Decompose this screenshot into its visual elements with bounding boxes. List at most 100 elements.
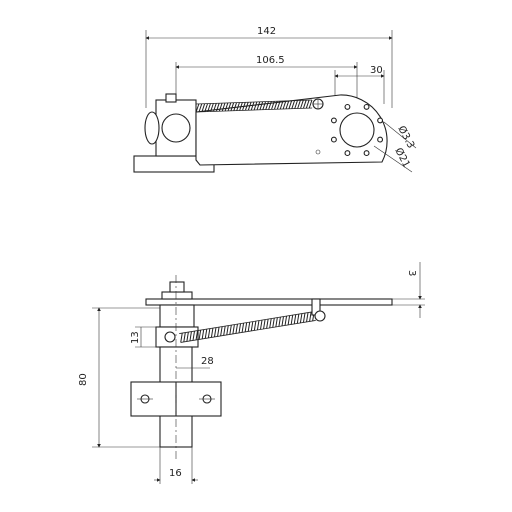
spring-coil: [213, 103, 217, 112]
dim-clamp-width: 28: [176, 356, 214, 369]
spring-coil: [217, 326, 220, 337]
spring-coil: [302, 312, 306, 323]
top-view: 142 106.5 30: [133, 26, 417, 173]
spring-coil: [299, 313, 303, 324]
spring-coil: [247, 321, 251, 332]
spring-coil: [282, 100, 287, 110]
spring-coil: [263, 319, 266, 330]
spring-coil: [268, 101, 272, 110]
spring-anchor-side: [314, 310, 326, 322]
spring-coil: [244, 322, 248, 333]
spring-coil: [271, 101, 275, 110]
plate-side: [145, 298, 393, 306]
dim-label-3: 3: [406, 270, 417, 276]
dim-label-106-5: 106.5: [256, 55, 285, 66]
spring-coil: [195, 103, 200, 113]
spring-edge: [195, 99, 312, 105]
clamp-screw-head: [165, 93, 177, 103]
spring-coil: [215, 103, 220, 112]
spring-coil: [259, 101, 264, 110]
spring-coil: [308, 99, 313, 109]
spring-edge: [180, 320, 316, 343]
spring-top: [195, 99, 313, 113]
side-view: 3 80: [78, 262, 425, 484]
spring-coil: [233, 102, 238, 111]
bolt-hole-pattern: [330, 103, 384, 157]
spring-coil: [223, 325, 226, 336]
spring-coil: [260, 319, 263, 330]
spring-coil: [204, 103, 209, 112]
large-hole: [339, 112, 375, 148]
spring-coil: [201, 103, 206, 112]
bolt-hole: [344, 103, 351, 110]
spring-coil: [302, 100, 307, 109]
spring-coil: [189, 331, 192, 342]
spring-edge: [196, 107, 313, 113]
top-screw: [169, 281, 185, 293]
spring-coil: [309, 311, 312, 322]
spring-coil: [290, 314, 294, 325]
spring-coil: [278, 316, 281, 327]
dim-label-dia-21: Ø21: [392, 146, 412, 170]
spring-coil: [230, 102, 235, 111]
spring-coil: [300, 100, 304, 109]
spring-coil: [183, 332, 186, 343]
spring-coil: [288, 100, 293, 109]
spring-coil: [296, 313, 300, 324]
shaft-bore: [161, 113, 191, 143]
spring-coil: [273, 101, 278, 110]
spring-coil: [297, 100, 301, 109]
bolt-hole: [377, 136, 384, 143]
spring-coil: [239, 102, 243, 111]
dim-overall-height: 80: [78, 307, 160, 448]
spring-coil: [227, 102, 232, 112]
bolt-hole: [344, 150, 351, 157]
dim-shaft-diameter: 16: [154, 447, 198, 484]
spring-coil: [210, 327, 214, 338]
spring-coil: [287, 315, 291, 326]
bolt-hole: [363, 103, 370, 110]
spring-ring: [155, 326, 199, 348]
spring-coil: [207, 103, 211, 112]
spring-coil: [229, 324, 232, 335]
spring-coil: [198, 103, 203, 113]
spring-coil: [195, 330, 199, 341]
dim-label-dia-3-3: Ø3.3: [395, 124, 417, 151]
spring-side: [179, 311, 316, 343]
spring-coil: [247, 101, 252, 111]
spring-coil: [238, 323, 242, 334]
spring-coil: [201, 329, 205, 340]
spring-coil: [291, 100, 296, 109]
spring-coil: [272, 317, 275, 328]
spring-coil: [242, 102, 246, 111]
dim-overall-length: 142: [145, 26, 393, 108]
bolt-hole: [377, 117, 384, 124]
spring-coil: [221, 102, 226, 112]
spring-coil: [253, 320, 257, 331]
spring-coil: [281, 316, 284, 327]
spring-coil: [250, 101, 255, 111]
spring-coil: [241, 322, 245, 333]
spring-coil: [192, 330, 196, 341]
shaft-side: [144, 111, 160, 145]
spring-coil: [256, 101, 261, 111]
dim-spring-height: 13: [130, 326, 158, 348]
spring-coil: [293, 314, 297, 325]
spring-coil: [262, 101, 267, 110]
spring-coil: [204, 328, 208, 339]
spring-coil: [232, 324, 235, 335]
spring-coil: [224, 102, 229, 112]
dim-label-28: 28: [201, 356, 214, 367]
spring-coil: [244, 102, 249, 111]
spring-coil: [285, 100, 290, 110]
dim-label-142: 142: [257, 26, 276, 37]
spring-coil: [305, 99, 310, 109]
bolt-hole: [330, 117, 337, 124]
spring-coil: [180, 332, 183, 343]
hub: [159, 304, 195, 328]
spring-coil: [266, 318, 269, 329]
spring-coil: [294, 100, 298, 109]
spring-coil: [256, 320, 260, 331]
spring-coil: [306, 312, 309, 323]
